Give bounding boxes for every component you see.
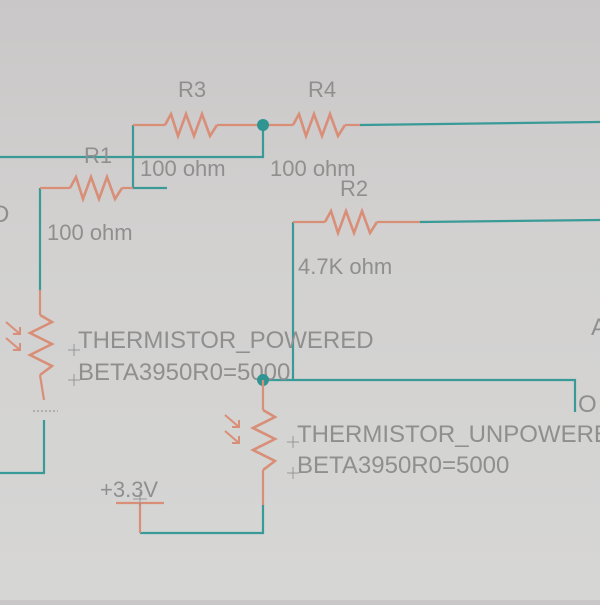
wire-node-out[interactable]	[263, 378, 577, 412]
power-label: +3.3V	[100, 477, 158, 502]
anchor-cross-icon	[287, 436, 299, 479]
wire-th1-bottom[interactable]	[0, 420, 46, 475]
resistor-r2[interactable]: R2 4.7K ohm	[293, 176, 420, 279]
power-symbol-3v3[interactable]: +3.3V	[100, 477, 164, 533]
partial-label-right-a: A	[591, 314, 600, 341]
thermistor-unpowered[interactable]: THERMISTOR_UNPOWERED BETA3950R0=5000	[224, 380, 600, 505]
r1-ref-label: R1	[84, 143, 112, 168]
resistor-r3[interactable]: R3 100 ohm	[133, 77, 263, 181]
anchor-cross-icon	[133, 492, 147, 506]
thermistor-powered-value: BETA3950R0=5000	[78, 359, 290, 386]
r4-ref-label: R4	[308, 77, 336, 102]
partial-label-left: D	[0, 201, 9, 228]
thermistor-unpowered-value: BETA3950R0=5000	[297, 452, 509, 479]
wire-r4-out[interactable]	[359, 120, 600, 127]
wire-r2-out[interactable]	[419, 218, 600, 224]
r4-value-label: 100 ohm	[270, 156, 356, 181]
partial-label-right-o: O	[578, 391, 597, 418]
r2-ref-label: R2	[340, 176, 368, 201]
r3-value-label: 100 ohm	[140, 156, 226, 181]
thermistor-powered-name: THERMISTOR_POWERED	[78, 327, 374, 354]
thermistor-powered[interactable]: THERMISTOR_POWERED BETA3950R0=5000	[5, 290, 374, 412]
thermistor-unpowered-name: THERMISTOR_UNPOWERED	[297, 421, 600, 448]
anchor-cross-icon	[68, 344, 80, 386]
wires	[0, 120, 600, 535]
junction-r3-r4	[257, 119, 269, 131]
wire-th2-bottom[interactable]	[140, 505, 265, 535]
resistor-r1[interactable]: R1 100 ohm	[40, 143, 133, 245]
r2-value-label: 4.7K ohm	[298, 254, 392, 279]
resistor-r4[interactable]: R4 100 ohm	[263, 77, 360, 181]
light-arrows-icon	[224, 414, 240, 444]
r3-ref-label: R3	[178, 77, 206, 102]
wire-left-bus[interactable]	[0, 125, 265, 159]
r1-value-label: 100 ohm	[47, 220, 133, 245]
light-arrows-icon	[5, 321, 21, 351]
